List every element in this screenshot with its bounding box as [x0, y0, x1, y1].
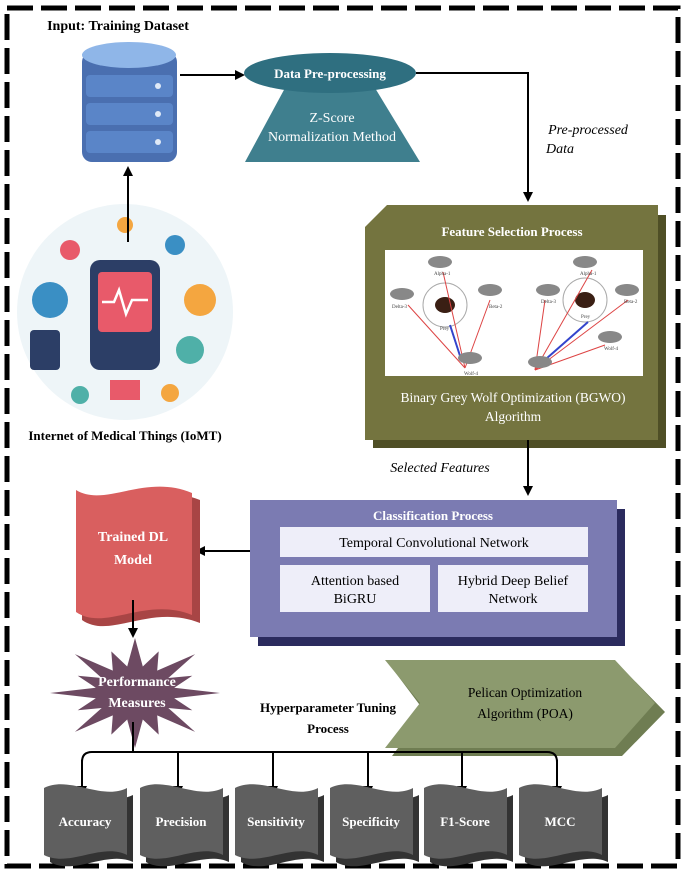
- metric-box-f1-score: [424, 784, 507, 859]
- fig-prey-left: Prey: [440, 327, 450, 332]
- poa-line-2: Algorithm (POA): [477, 706, 573, 721]
- performance-line-2: Measures: [108, 696, 166, 711]
- performance-line-1: Performance: [98, 675, 176, 690]
- poa-line-1: Pelican Optimization: [468, 685, 583, 700]
- metric-label: F1-Score: [440, 814, 490, 829]
- metric-label: MCC: [544, 814, 575, 829]
- iomt-illustration: [17, 204, 233, 420]
- fig-wolf-right: Wolf-4: [604, 347, 619, 352]
- fig-delta-left: Delta-3: [392, 305, 407, 310]
- tcn-box: [280, 527, 588, 557]
- fig-prey-right: Prey: [581, 315, 591, 320]
- fig-alpha-right: Alpha-1: [580, 272, 597, 277]
- dbn-line-2: Network: [489, 592, 538, 607]
- trained-model-line-1: Trained DL: [98, 530, 168, 545]
- connector-horizontal: [81, 751, 558, 763]
- bgwo-line-1: Binary Grey Wolf Optimization (BGWO): [400, 390, 625, 405]
- preprocess-method-2: Normalization Method: [268, 130, 396, 145]
- star-shape: [50, 638, 220, 748]
- iomt-label: Internet of Medical Things (IoMT): [28, 428, 221, 443]
- trained-model-block: Trained DL Model: [76, 486, 200, 627]
- dashed-border: [4, 5, 681, 869]
- dbn-line-1: Hybrid Deep Belief: [458, 574, 569, 589]
- bigru-line-1: Attention based: [311, 574, 399, 589]
- tcn-label: Temporal Convolutional Network: [339, 536, 529, 551]
- feature-title: Feature Selection Process: [441, 224, 582, 239]
- dbn-box: [438, 565, 588, 612]
- bigru-box: [280, 565, 430, 612]
- metric-box-specificity: [330, 784, 413, 859]
- metric-box-accuracy: [44, 784, 127, 859]
- metric-box-mcc: [519, 784, 602, 859]
- tuning-label-2: Process: [307, 721, 349, 736]
- tuning-label-1: Hyperparameter Tuning: [260, 700, 396, 715]
- classification-block: Classification Process Temporal Convolut…: [250, 500, 625, 646]
- input-label: Input: Training Dataset: [47, 19, 189, 34]
- fig-wolf-left: Wolf-4: [464, 372, 479, 377]
- arrow-preprocess-to-feature: [416, 72, 533, 202]
- metric-label: Accuracy: [59, 814, 112, 829]
- fig-alpha-left: Alpha-1: [434, 272, 451, 277]
- metric-label: Specificity: [342, 814, 400, 829]
- preprocessed-label-1: Pre-processed: [547, 123, 629, 138]
- preprocess-method-1: Z-Score: [309, 111, 354, 126]
- metric-label: Sensitivity: [247, 814, 305, 829]
- fig-beta-left: Beta-2: [489, 305, 503, 310]
- pelican-optimization-block: Pelican Optimization Algorithm (POA): [385, 660, 665, 756]
- bgwo-line-2: Algorithm: [485, 409, 542, 424]
- metric-label: Precision: [155, 814, 207, 829]
- trained-model-line-2: Model: [114, 553, 152, 568]
- performance-measures-block: Performance Measures: [50, 638, 220, 748]
- metric-box-precision: [140, 784, 223, 859]
- bigru-line-2: BiGRU: [334, 592, 377, 607]
- preprocessed-label-2: Data: [545, 142, 574, 157]
- metrics-row: Accuracy Precision Sensitivity Specificity F…: [44, 722, 608, 867]
- selected-features-label: Selected Features: [390, 461, 490, 476]
- database-icon: [82, 42, 177, 162]
- preprocess-title: Data Pre-processing: [274, 66, 386, 81]
- metric-box-sensitivity: [235, 784, 318, 859]
- fig-delta-right: Delta-3: [541, 300, 556, 305]
- classification-title: Classification Process: [373, 508, 493, 523]
- grey-wolf-figure: Alpha-1 Delta-3 Beta-2 Prey Wolf-4 Alpha…: [385, 250, 643, 377]
- preprocessing-block: Data Pre-processing Z-Score Normalizatio…: [244, 53, 420, 162]
- feature-selection-block: Feature Selection Process Alpha-1 Delta-…: [365, 205, 666, 448]
- fig-beta-right: Beta-2: [624, 300, 638, 305]
